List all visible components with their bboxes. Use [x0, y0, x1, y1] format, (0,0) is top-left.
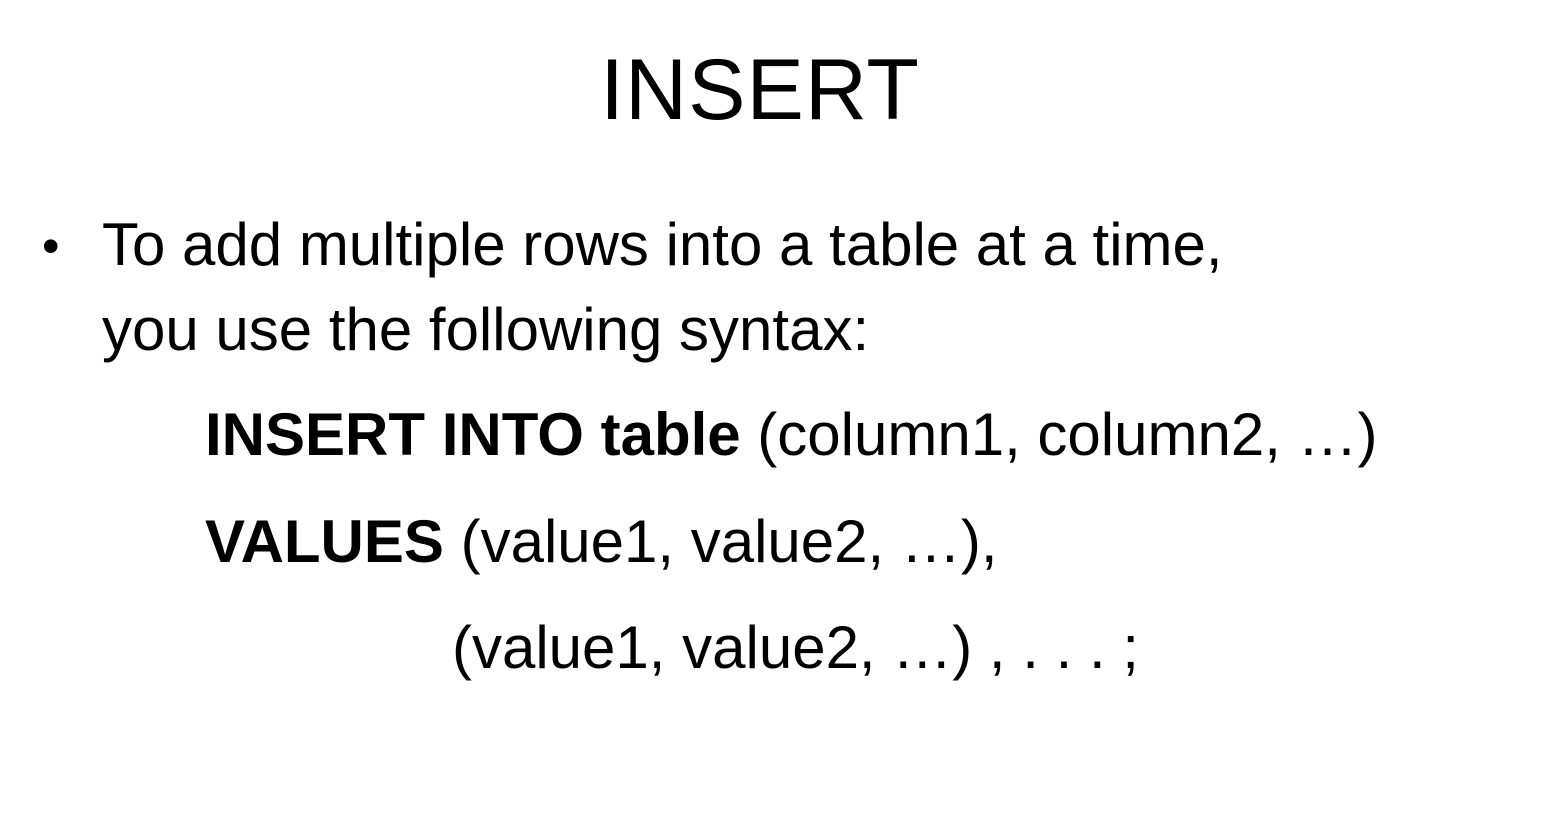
syntax-values-row-1: (value1, value2, …),	[443, 508, 998, 575]
syntax-line-values: VALUES (value1, value2, …),	[205, 502, 998, 582]
bullet-text-line-1: To add multiple rows into a table at a t…	[102, 211, 1223, 278]
syntax-values-row-2: (value1, value2, …) , . . . ;	[452, 614, 1139, 681]
bullet-marker: •	[42, 218, 60, 274]
slide-title: INSERT	[600, 42, 920, 138]
syntax-columns: (column1, column2, …)	[740, 401, 1378, 468]
syntax-line-insert: INSERT INTO table (column1, column2, …)	[205, 395, 1378, 475]
syntax-keyword-insert-into: INSERT INTO table	[205, 401, 741, 468]
bullet-text-line-2: you use the following syntax:	[102, 296, 870, 363]
syntax-keyword-values: VALUES	[205, 508, 444, 575]
